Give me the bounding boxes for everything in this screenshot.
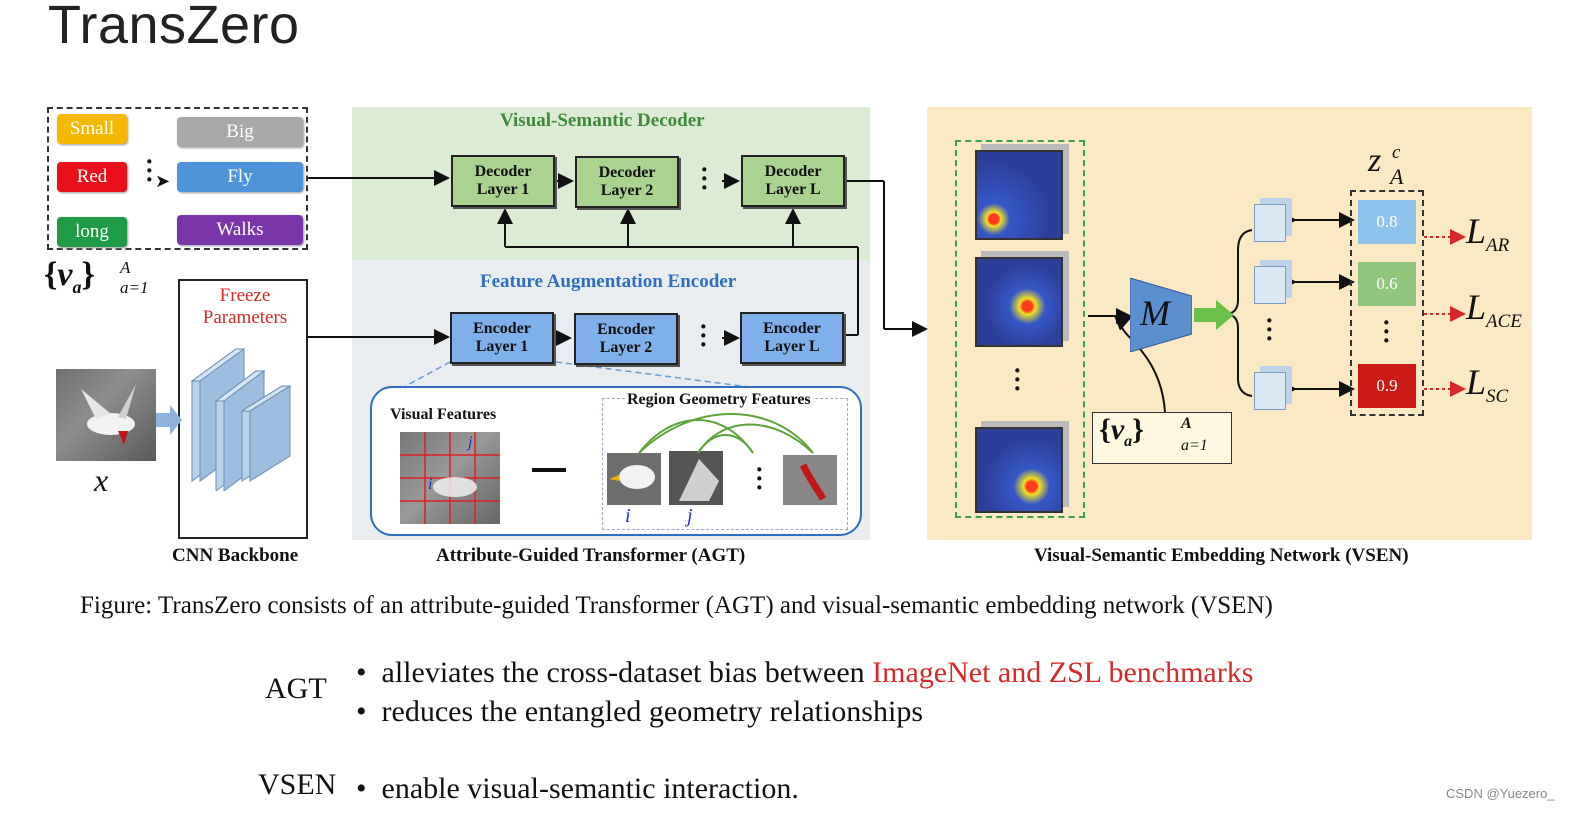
decoder-layer-2: Decoder Layer 2 xyxy=(575,156,679,208)
region-crop-j xyxy=(669,451,723,505)
feature-map-3 xyxy=(975,427,1063,513)
visual-features-grid-image: j i xyxy=(400,432,500,524)
slide-title: TransZero xyxy=(48,0,300,55)
score-ellipsis-icon: ··· xyxy=(1382,308,1391,355)
encoder-ellipsis-icon: ··· xyxy=(699,312,708,359)
agt-bullet-1: • alleviates the cross-dataset bias betw… xyxy=(356,656,1254,689)
visual-features-label: Visual Features xyxy=(390,406,497,423)
attr-chip-walks: Walks xyxy=(177,215,303,245)
encoder-layer-1: Encoder Layer 1 xyxy=(450,312,554,364)
grid-overlay-icon xyxy=(400,432,500,524)
vsen-bullet-label: VSEN xyxy=(258,768,337,801)
figure-caption: Figure: TransZero consists of an attribu… xyxy=(80,592,1273,619)
bullet-dot-icon: • xyxy=(356,695,382,728)
attr-chip-small: Small xyxy=(57,114,127,144)
encoder-layer-l: Encoder Layer L xyxy=(740,312,844,364)
score-0: 0.8 xyxy=(1358,200,1416,244)
feature-maps-ellipsis-icon: ··· xyxy=(1013,356,1022,403)
bird-icon xyxy=(81,384,136,445)
region-geometry-label: Region Geometry Features xyxy=(625,391,813,409)
z-sub: A xyxy=(1390,164,1404,189)
index-j-label: j xyxy=(687,505,693,527)
loss-sc: LSC xyxy=(1466,362,1509,408)
vsen-attribute-set: {va} A a=1 xyxy=(1092,412,1232,464)
z-label: z xyxy=(1368,142,1382,179)
agt-caption: Attribute-Guided Transformer (AGT) xyxy=(436,545,746,566)
embedding-cube-1 xyxy=(1254,204,1286,242)
score-column: 0.8 0.6 ··· 0.9 xyxy=(1350,190,1424,416)
decoder-layer-1: Decoder Layer 1 xyxy=(451,155,555,207)
green-arrow-icon xyxy=(1194,300,1234,330)
bullet-dot-icon: • xyxy=(356,656,382,689)
feature-maps-box: ··· xyxy=(955,140,1085,518)
decoder-title: Visual-Semantic Decoder xyxy=(500,110,705,131)
watermark: CSDN @Yuezero_ xyxy=(1446,786,1555,801)
feature-map-2 xyxy=(975,257,1063,347)
vsen-bullet-1: • enable visual-semantic interaction. xyxy=(356,772,799,805)
cnn-layers-icon xyxy=(190,348,292,491)
attr-chip-long: long xyxy=(57,217,127,247)
cube-ellipsis-icon: ··· xyxy=(1265,306,1274,353)
mapping-symbol: M xyxy=(1140,293,1170,333)
loss-ar: LAR xyxy=(1466,211,1510,257)
cnn-backbone-box: Freeze Parameters xyxy=(178,279,308,539)
attribute-set-sup: A xyxy=(120,258,131,277)
mapping-block-icon xyxy=(1130,278,1192,352)
encoder-title: Feature Augmentation Encoder xyxy=(480,271,737,292)
decoder-ellipsis-icon: ··· xyxy=(700,155,709,202)
score-2: 0.9 xyxy=(1358,364,1416,408)
attribute-set-sub: a=1 xyxy=(120,278,149,297)
attr-chip-red: Red xyxy=(57,162,127,192)
attribute-set-label: {va} xyxy=(44,256,95,297)
attribute-box: Small Big Red Fly long Walks ··· ➤ xyxy=(47,107,308,250)
region-crop-leg xyxy=(783,455,837,505)
attr-chip-big: Big xyxy=(177,117,303,147)
bullet-dot-icon: • xyxy=(356,772,382,805)
agt-bullet-label: AGT xyxy=(265,672,327,705)
freeze-parameters-label: Freeze Parameters xyxy=(202,285,288,328)
input-arrow-icon xyxy=(156,405,182,435)
vertical-ellipsis-icon: ··· xyxy=(145,147,154,194)
loss-ace: LACE xyxy=(1466,287,1522,333)
feature-map-1 xyxy=(975,150,1063,240)
relation-arcs-icon xyxy=(638,413,814,454)
cnn-backbone-caption: CNN Backbone xyxy=(172,545,299,566)
score-1: 0.6 xyxy=(1358,262,1416,306)
vsen-caption: Visual-Semantic Embedding Network (VSEN) xyxy=(1034,545,1409,566)
z-sup: c xyxy=(1392,142,1401,163)
encoder-layer-2: Encoder Layer 2 xyxy=(574,313,678,365)
region-crop-i xyxy=(607,453,661,505)
region-geometry-box: Region Geometry Features ··· i j xyxy=(602,391,848,530)
agt-bullet-2: • reduces the entangled geometry relatio… xyxy=(356,695,923,728)
embedding-cube-2 xyxy=(1254,266,1286,304)
index-i-label: i xyxy=(625,505,631,527)
decoder-layer-l: Decoder Layer L xyxy=(741,155,845,207)
embedding-cube-3 xyxy=(1254,372,1286,410)
dash-separator xyxy=(532,468,566,472)
encoder-detail-box: Visual Features j i Region Geometry Feat… xyxy=(370,386,862,536)
region-ellipsis-icon: ··· xyxy=(755,455,764,502)
input-bird-image xyxy=(56,369,156,461)
attr-chip-fly: Fly xyxy=(177,162,303,192)
mouse-cursor-icon: ➤ xyxy=(155,171,171,191)
input-x-label: x xyxy=(94,462,109,498)
